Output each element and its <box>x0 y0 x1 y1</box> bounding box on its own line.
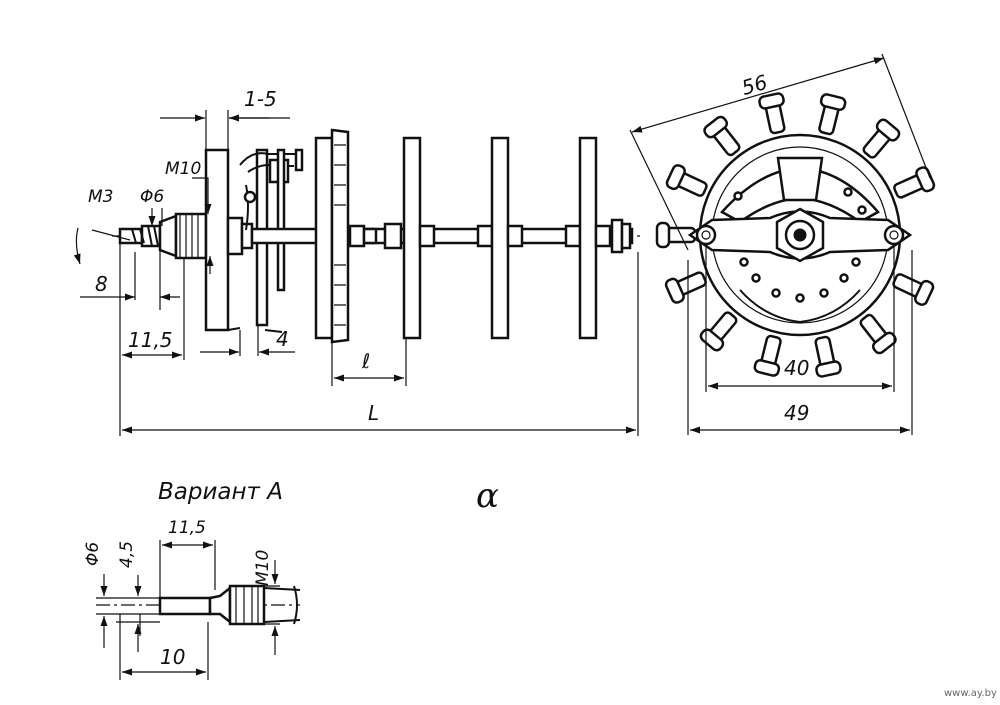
variant-a-view <box>96 540 301 680</box>
label-m3: М3 <box>88 187 113 207</box>
label-m10-var: М10 <box>253 550 273 586</box>
label-d49: 49 <box>784 401 809 425</box>
label-one-five: 1-5 <box>244 87 277 111</box>
watermark: www.ay.by <box>944 688 997 699</box>
label-phi6-top: Φ6 <box>140 187 164 207</box>
switch-front-view <box>629 53 936 435</box>
label-big-l: L <box>368 401 379 425</box>
label-eight: 8 <box>95 272 108 296</box>
label-d40: 40 <box>784 356 809 380</box>
switch-side-view <box>73 110 640 436</box>
label-small-l: ℓ <box>361 349 370 373</box>
label-four: 4 <box>276 327 289 351</box>
label-m10-top: М10 <box>165 159 201 179</box>
wafer-holes <box>733 187 867 303</box>
variant-title: Вариант А <box>158 479 283 505</box>
label-ten-var: 10 <box>160 645 185 669</box>
label-phi6-var: Φ6 <box>83 542 103 566</box>
figure-letter: α <box>476 476 499 516</box>
label-four5-var: 4,5 <box>117 541 137 568</box>
label-eleven5-var: 11,5 <box>168 518 206 538</box>
label-eleven5-main: 11,5 <box>128 328 173 352</box>
